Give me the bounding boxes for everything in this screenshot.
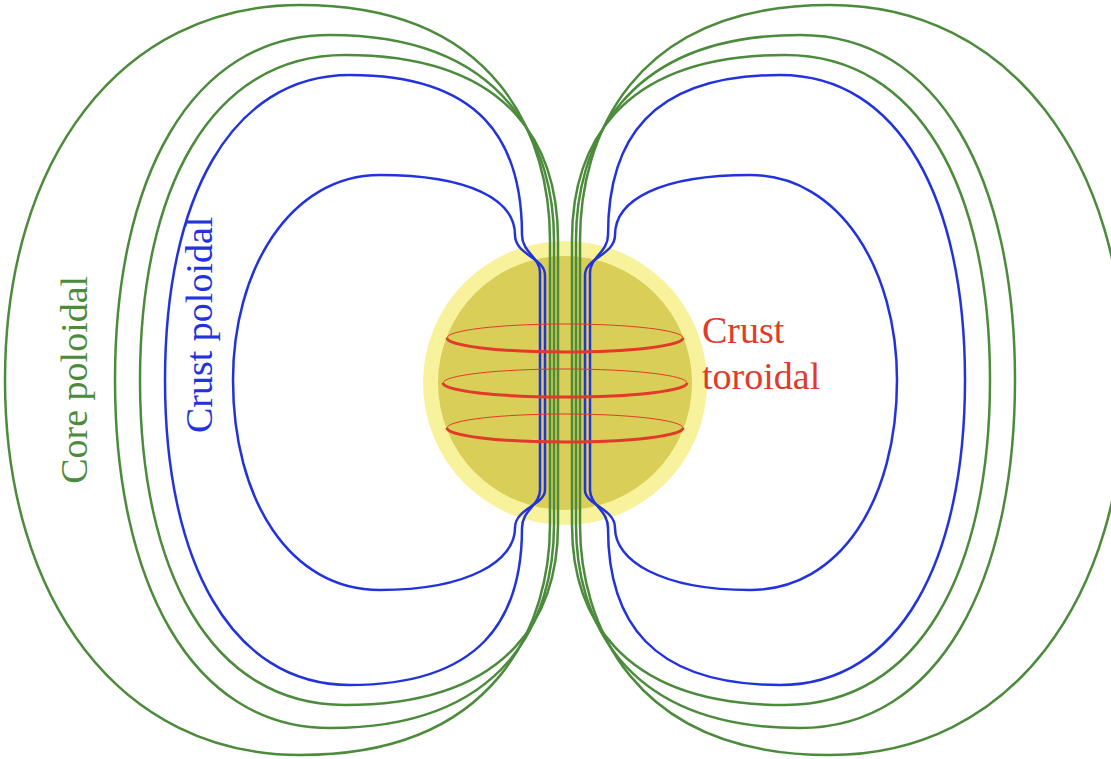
core-field-line bbox=[115, 35, 554, 728]
crust-field-line bbox=[165, 75, 540, 685]
neutron-star bbox=[423, 241, 707, 525]
poloidal-lines-left bbox=[5, 5, 558, 755]
core-field-line bbox=[572, 55, 990, 705]
toroidal-ring-front bbox=[447, 428, 683, 442]
field-label: Core poloidal bbox=[52, 276, 98, 484]
toroidal-ring-front bbox=[443, 383, 687, 397]
core-field-line bbox=[576, 35, 1015, 728]
crust-field-line bbox=[233, 175, 545, 590]
star-core bbox=[438, 256, 692, 510]
toroidal-ring-back bbox=[447, 324, 683, 338]
field-label: Crust toroidal bbox=[702, 308, 892, 399]
core-field-line bbox=[580, 5, 1111, 755]
crust-field-line bbox=[590, 75, 965, 685]
core-field-line bbox=[140, 55, 558, 705]
poloidal-lines-right bbox=[572, 5, 1111, 755]
toroidal-ring-front bbox=[447, 338, 683, 352]
field-label: Crust poloidal bbox=[177, 217, 223, 433]
star-crust bbox=[423, 241, 707, 525]
toroidal-ring-back bbox=[443, 369, 687, 383]
core-field-line bbox=[5, 5, 550, 755]
crust-field-line bbox=[585, 175, 897, 590]
toroidal-ring-back bbox=[447, 414, 683, 428]
toroidal-field-rings bbox=[443, 324, 687, 442]
